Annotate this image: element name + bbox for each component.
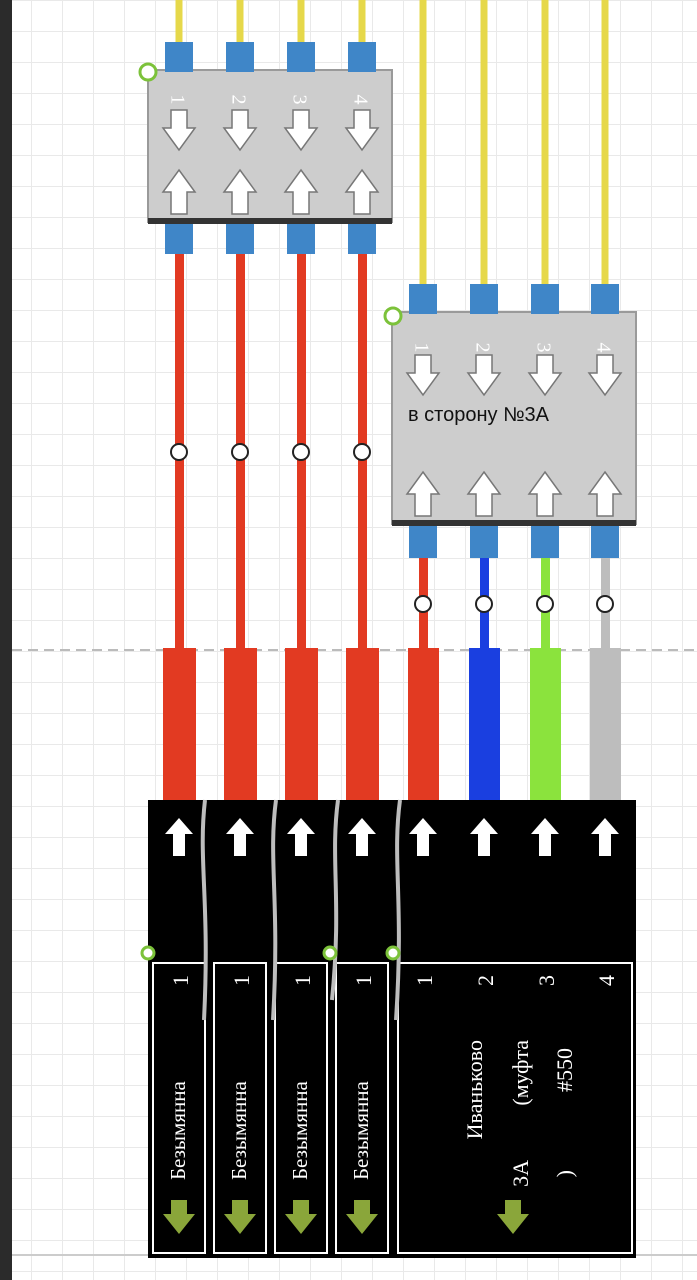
left-box-1-num: 1 <box>168 975 193 986</box>
right-box-line-2: (муфта <box>508 1040 533 1106</box>
left-box-3-num: 1 <box>290 975 315 986</box>
left-panel-edge <box>0 0 12 1280</box>
splice-points[interactable] <box>170 443 614 613</box>
right-box-num-3: 3 <box>534 975 559 986</box>
splitter-right[interactable] <box>383 284 637 558</box>
right-box-num-1: 1 <box>412 975 437 986</box>
right-box-num-4: 4 <box>594 975 619 986</box>
right-box-line-3: #550 <box>552 1048 577 1092</box>
left-box-3-name: Безымянна <box>288 1081 312 1180</box>
right-box-num-2: 2 <box>473 975 498 986</box>
colored-fibers-right <box>408 558 621 800</box>
left-box-4-num: 1 <box>351 975 376 986</box>
splitter-right-port-4: 4 <box>592 342 615 353</box>
right-box-line-4: 3А <box>508 1160 533 1187</box>
splitter-top-port-2: 2 <box>227 94 250 105</box>
yellow-cables-top <box>175 0 366 45</box>
splitter-right-port-1: 1 <box>410 342 433 353</box>
right-box-line-5: ) <box>552 1170 577 1178</box>
left-box-2-num: 1 <box>229 975 254 986</box>
connector-block[interactable] <box>140 799 636 1258</box>
yellow-cables-right <box>419 0 609 288</box>
splitter-top[interactable] <box>138 42 393 254</box>
left-box-4-name: Безымянна <box>349 1081 373 1180</box>
splitter-right-port-2: 2 <box>471 342 494 353</box>
right-box-line-1: Иваньково <box>462 1040 487 1140</box>
red-fibers-left <box>163 254 379 800</box>
splitter-top-port-4: 4 <box>349 94 372 105</box>
left-box-1-name: Безымянна <box>166 1081 190 1180</box>
splitter-right-label: в сторону №3А <box>408 404 550 426</box>
splitter-top-port-3: 3 <box>288 94 311 105</box>
splitter-top-port-1: 1 <box>166 94 189 105</box>
splitter-right-port-3: 3 <box>532 342 555 353</box>
left-box-2-name: Безымянна <box>227 1081 251 1180</box>
